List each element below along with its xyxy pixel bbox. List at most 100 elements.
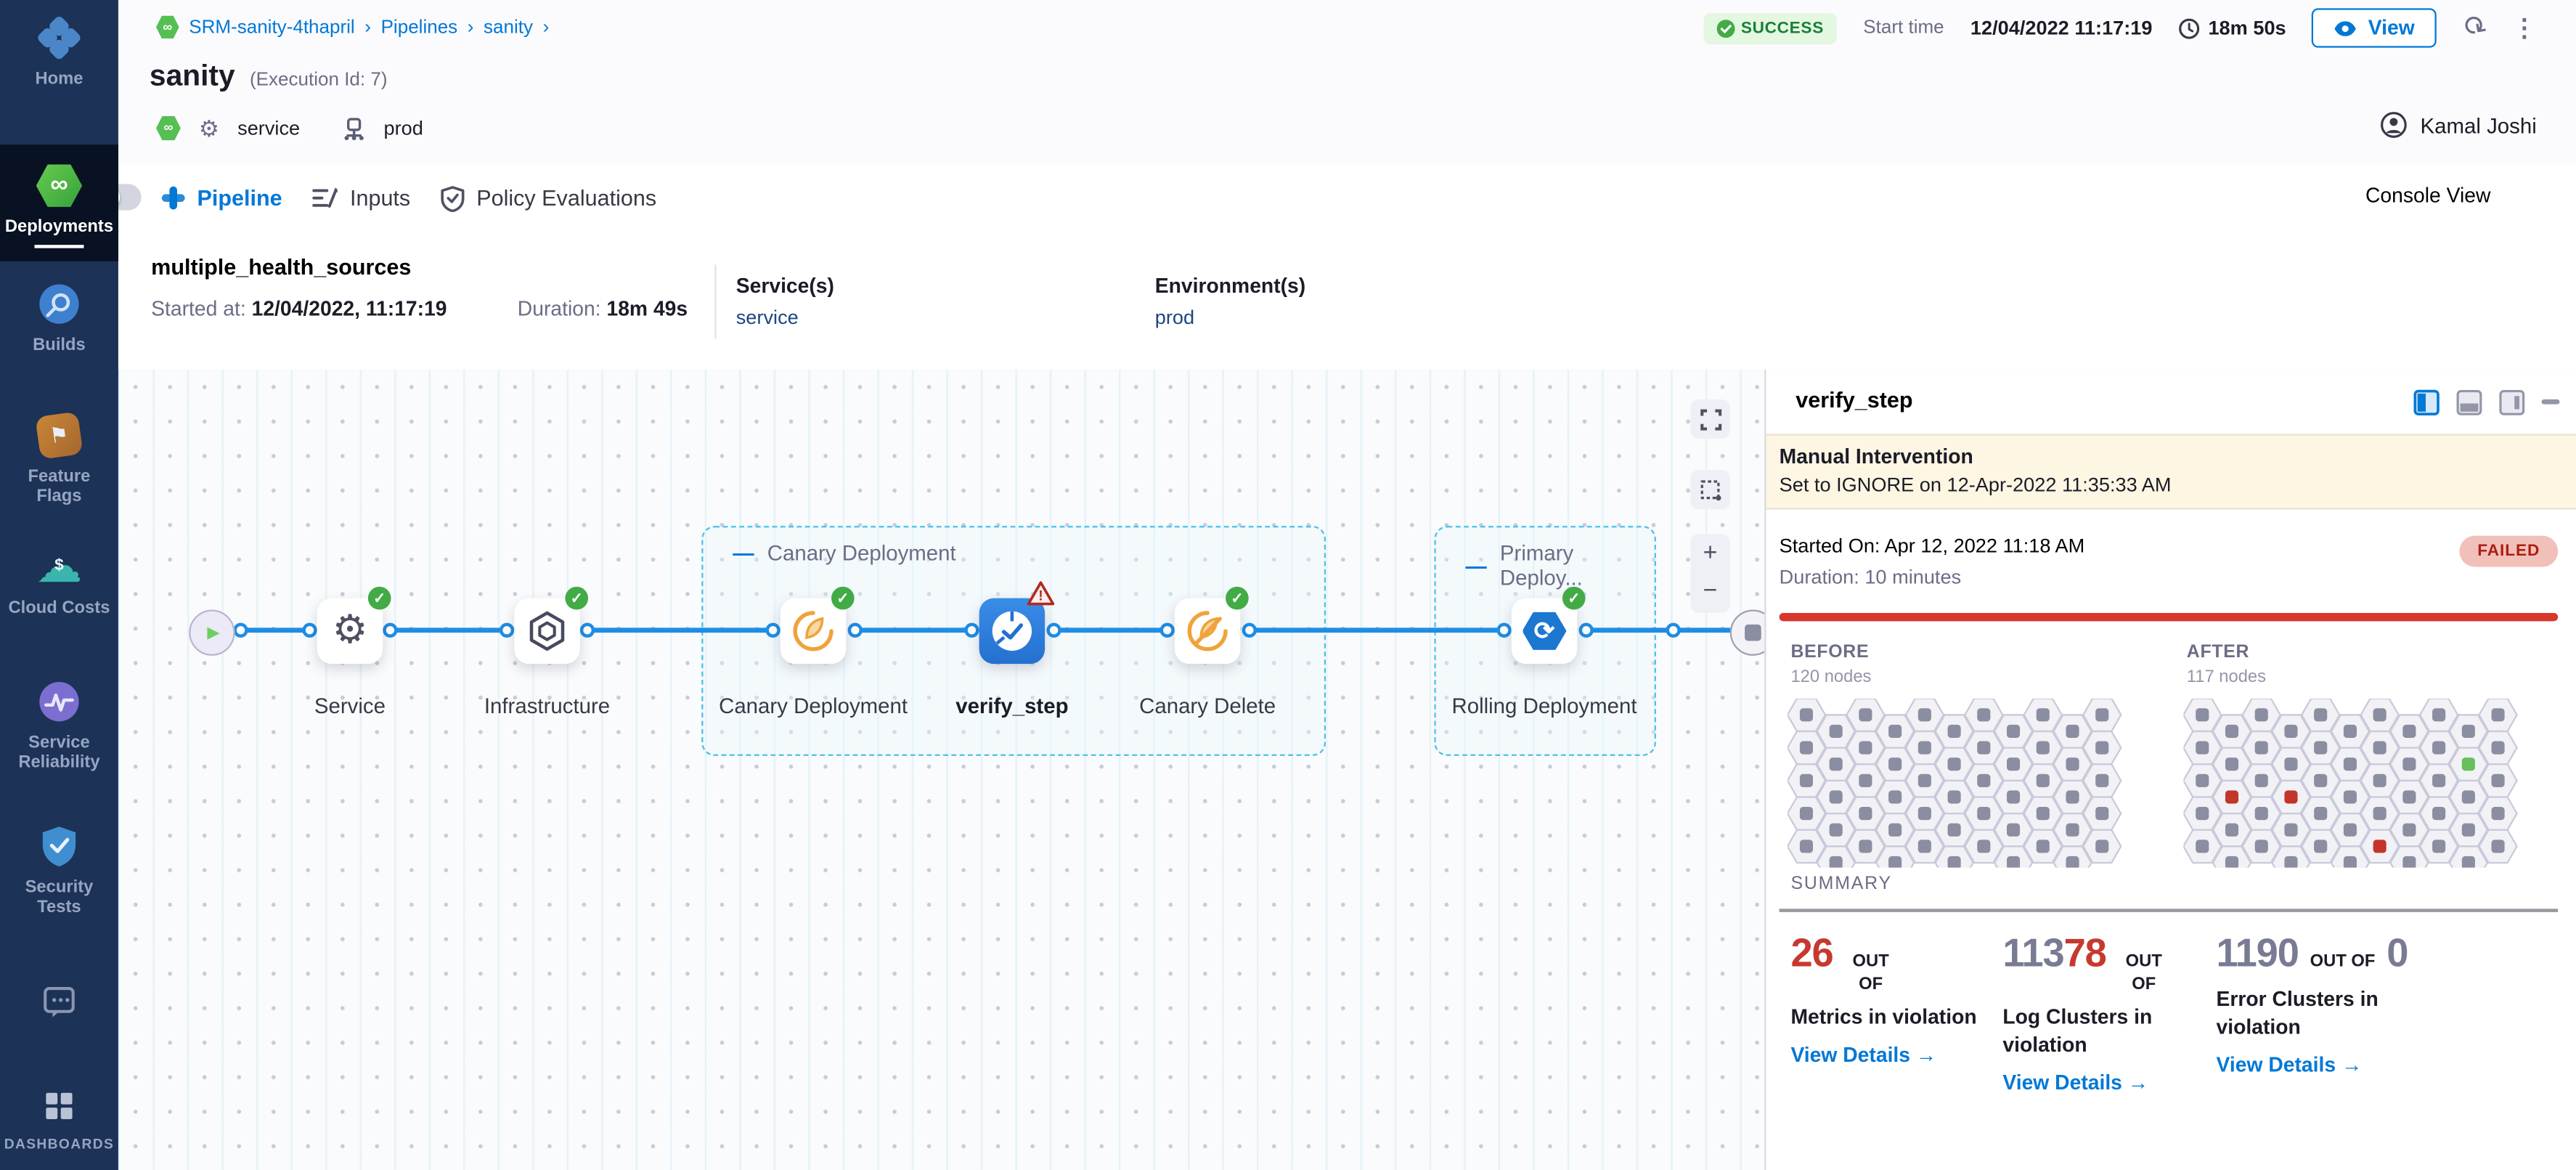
node-label: Service bbox=[314, 693, 386, 718]
breadcrumb-separator: › bbox=[467, 17, 474, 37]
success-badge: ✓ bbox=[831, 586, 855, 610]
sidebar-item-label: Deployments bbox=[4, 216, 114, 237]
connector-dot bbox=[1046, 622, 1061, 638]
breadcrumb-separator: › bbox=[542, 17, 550, 37]
log-clusters-view-details-link[interactable]: View Details → bbox=[2002, 1071, 2149, 1095]
success-badge: ✓ bbox=[1562, 586, 1586, 610]
node-canary-delete[interactable] bbox=[1174, 598, 1241, 665]
refresh-icon[interactable]: ⟳ bbox=[2455, 7, 2493, 47]
sidebar-item-chat[interactable] bbox=[0, 978, 118, 1027]
verify-icon bbox=[992, 611, 1032, 651]
node-label: Infrastructure bbox=[484, 693, 611, 718]
breadcrumb-pipeline-name[interactable]: sanity bbox=[484, 17, 534, 37]
sidebar-item-home[interactable]: Home bbox=[0, 13, 118, 89]
environment-tag[interactable]: prod bbox=[383, 116, 423, 140]
group-label-primary[interactable]: —Primary Deploy... bbox=[1465, 540, 1583, 590]
node-canary-deployment[interactable] bbox=[780, 598, 847, 665]
sidebar-item-security-tests[interactable]: Security Tests bbox=[0, 821, 118, 917]
service-link[interactable]: service bbox=[735, 305, 799, 329]
user-name: Kamal Joshi bbox=[2420, 113, 2537, 137]
connector-dot bbox=[383, 622, 398, 638]
layout-split-vertical-button[interactable] bbox=[2413, 389, 2440, 416]
connector-dot bbox=[579, 622, 595, 638]
sidebar-item-deployments[interactable]: ∞ Deployments bbox=[0, 145, 118, 261]
error-clusters-total: 0 bbox=[2387, 932, 2408, 977]
before-node-count: 120 nodes bbox=[1790, 667, 1872, 687]
service-tag[interactable]: service bbox=[237, 116, 301, 140]
layout-split-horizontal-button[interactable] bbox=[2456, 389, 2482, 415]
collapse-icon[interactable]: — bbox=[733, 540, 754, 566]
fullscreen-button[interactable] bbox=[1690, 399, 1730, 439]
node-infrastructure[interactable] bbox=[514, 598, 580, 665]
tab-bar: Pipeline Inputs Policy Evaluations Conso… bbox=[95, 164, 2576, 234]
tab-pipeline[interactable]: Pipeline bbox=[161, 164, 282, 232]
success-check-icon bbox=[1716, 19, 1735, 37]
after-nodes-grid-wrap bbox=[2183, 698, 2528, 868]
group-label-canary[interactable]: —Canary Deployment bbox=[733, 540, 956, 566]
policy-shield-icon bbox=[441, 185, 465, 211]
connector bbox=[586, 627, 773, 633]
sidebar-item-label: DASHBOARDS bbox=[4, 1135, 115, 1153]
layout-panel-right-button[interactable] bbox=[2499, 389, 2525, 415]
tab-policy-evaluations[interactable]: Policy Evaluations bbox=[440, 164, 656, 232]
pipeline-start-node[interactable]: ▶ bbox=[189, 609, 235, 656]
breadcrumb-project[interactable]: SRM-sanity-4thapril bbox=[189, 17, 355, 37]
run-environments: Environment(s) prod bbox=[1154, 274, 1306, 329]
pipeline-canvas[interactable]: —Canary Deployment —Primary Deploy... ▶ bbox=[118, 370, 1765, 1170]
sidebar-item-dashboards[interactable]: DASHBOARDS bbox=[0, 1081, 118, 1153]
failed-badge: FAILED bbox=[2459, 535, 2559, 567]
harness-logo-icon bbox=[0, 13, 118, 62]
elapsed-time: 18m 50s bbox=[2179, 17, 2286, 39]
zoom-out-button[interactable]: − bbox=[1703, 577, 1718, 605]
metrics-violation-count: 26 bbox=[1790, 932, 1833, 977]
sidebar-item-service-reliability[interactable]: Service Reliability bbox=[0, 677, 118, 773]
node-label: verify_step bbox=[955, 693, 1069, 718]
summary-label: SUMMARY bbox=[1790, 874, 1892, 894]
arrow-right-icon: → bbox=[2127, 1071, 2149, 1095]
sidebar-item-cloud-costs[interactable]: ☁ $ Cloud Costs bbox=[0, 543, 118, 618]
environment-link[interactable]: prod bbox=[1154, 305, 1195, 329]
node-rolling-deployment[interactable]: ⟳ bbox=[1511, 598, 1578, 665]
collapse-icon[interactable]: — bbox=[1465, 553, 1487, 578]
connector-dot bbox=[1578, 622, 1594, 638]
minimize-panel-button[interactable] bbox=[2541, 399, 2560, 405]
tab-inputs[interactable]: Inputs bbox=[312, 164, 410, 232]
manual-intervention-banner: Manual Intervention Set to IGNORE on 12-… bbox=[1766, 434, 2576, 510]
node-verify-step[interactable] bbox=[979, 598, 1046, 665]
sidebar-item-label: Feature Flags bbox=[28, 466, 91, 507]
breadcrumb-pipelines[interactable]: Pipelines bbox=[380, 17, 458, 37]
zoom-in-button[interactable]: + bbox=[1703, 539, 1718, 567]
sidebar-item-label: Builds bbox=[33, 335, 86, 355]
header-actions: SUCCESS Start time 12/04/2022 11:17:19 1… bbox=[1703, 7, 2537, 48]
failure-progress-bar bbox=[1779, 613, 2559, 622]
service-gear-icon: ⚙ bbox=[198, 115, 220, 142]
node-service[interactable]: ⚙ bbox=[317, 598, 383, 665]
arrow-right-icon: → bbox=[1915, 1044, 1937, 1067]
error-clusters-view-details-link[interactable]: View Details → bbox=[2216, 1052, 2363, 1076]
view-button[interactable]: View bbox=[2312, 8, 2437, 48]
run-started: Started at: 12/04/2022, 11:17:19 bbox=[151, 297, 447, 321]
selection-tool-button[interactable] bbox=[1690, 470, 1730, 510]
zoom-controls: + − bbox=[1690, 534, 1730, 614]
sidebar-item-label: Home bbox=[35, 69, 83, 89]
stop-icon bbox=[1745, 624, 1761, 641]
sidebar-item-builds[interactable]: Builds bbox=[0, 280, 118, 355]
canary-icon bbox=[793, 611, 833, 651]
metrics-label: Metrics in violation bbox=[1790, 1006, 1977, 1030]
error-clusters-count: 1190 bbox=[2216, 932, 2299, 977]
connector bbox=[854, 627, 971, 633]
kebab-menu-icon[interactable]: ⋮ bbox=[2511, 15, 2537, 43]
connector-dot bbox=[233, 622, 248, 638]
banner-title: Manual Intervention bbox=[1779, 445, 1973, 468]
metrics-view-details-link[interactable]: View Details → bbox=[1790, 1044, 1937, 1067]
breadcrumb: ∞ SRM-sanity-4thapril › Pipelines › sani… bbox=[155, 15, 550, 39]
status-badge: SUCCESS bbox=[1703, 12, 1838, 44]
dashboards-icon bbox=[0, 1081, 118, 1131]
run-services: Service(s) service bbox=[735, 274, 834, 329]
fullscreen-icon bbox=[1700, 408, 1721, 430]
arrow-right-icon: → bbox=[2341, 1052, 2363, 1076]
warning-badge: ! bbox=[1027, 580, 1055, 606]
sidebar-item-feature-flags[interactable]: ⚑ Feature Flags bbox=[0, 411, 118, 507]
